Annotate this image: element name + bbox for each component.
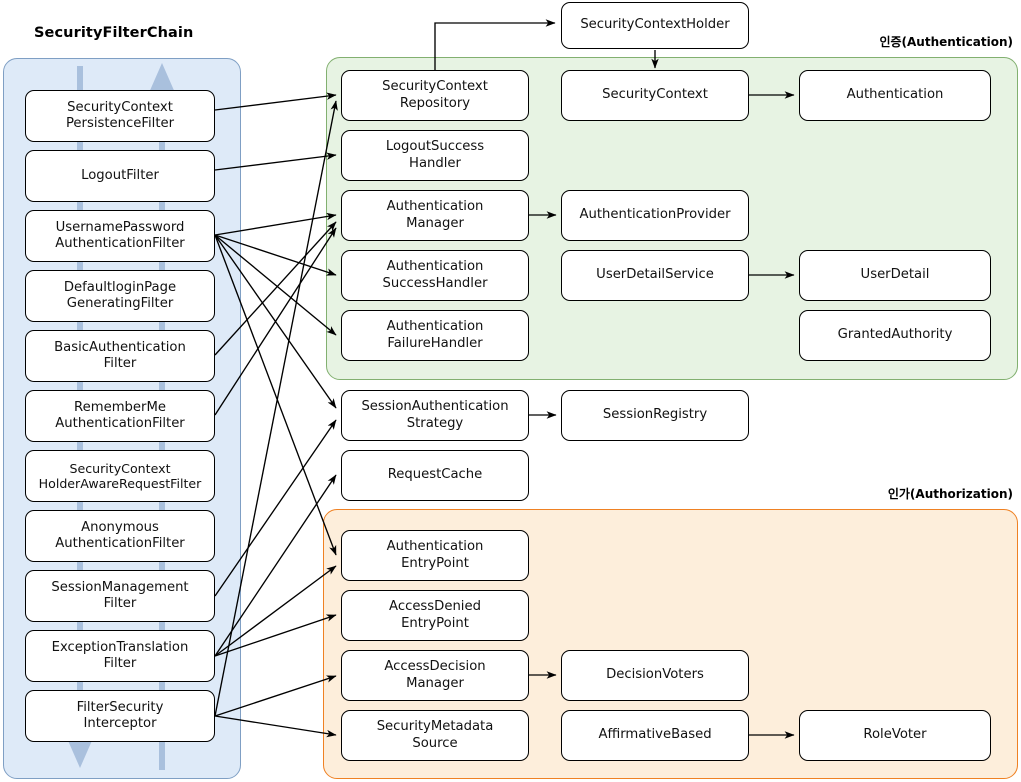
node-granted-authority[interactable]: GrantedAuthority: [799, 310, 991, 361]
node-line1: SessionAuthentication: [361, 399, 509, 415]
node-affirmative-based[interactable]: AffirmativeBased: [561, 710, 749, 761]
node-line1: LogoutFilter: [81, 167, 159, 183]
node-line1: Authentication: [386, 539, 484, 555]
node-line2: GeneratingFilter: [66, 296, 174, 311]
node-line2: PersistenceFilter: [65, 116, 175, 131]
node-line2: Source: [412, 735, 458, 751]
node-line1: GrantedAuthority: [837, 327, 953, 343]
node-line2: Repository: [399, 95, 471, 111]
node-line1: Anonymous: [81, 519, 159, 535]
node-line1: SecurityContext: [382, 79, 488, 95]
node-request-cache[interactable]: RequestCache: [341, 450, 529, 501]
node-line1: Authentication: [846, 87, 944, 103]
node-line1: FilterSecurity: [76, 699, 164, 715]
node-line2: Manager: [406, 675, 464, 691]
node-session-registry[interactable]: SessionRegistry: [561, 390, 749, 441]
node-line1: UserDetailService: [596, 267, 714, 283]
node-line1: SessionManagement: [51, 579, 189, 595]
node-line1: UsernamePassword: [55, 219, 185, 235]
node-line1: SessionRegistry: [602, 407, 708, 423]
node-line1: SecurityContext: [67, 99, 173, 115]
node-line1: SecurityContext: [602, 87, 708, 103]
node-line1: AffirmativeBased: [598, 727, 712, 743]
node-line1: BasicAuthentication: [54, 339, 186, 355]
node-line2: Filter: [103, 356, 137, 371]
node-line1: DecisionVoters: [606, 667, 704, 683]
node-line2: Interceptor: [83, 716, 157, 731]
node-line2: FailureHandler: [387, 335, 483, 351]
node-line2: AuthenticationFilter: [55, 416, 185, 431]
region-authentication-label: 인증(Authentication): [879, 35, 1013, 49]
node-line1: ExceptionTranslation: [51, 639, 189, 655]
region-authorization-label: 인가(Authorization): [887, 487, 1013, 501]
node-line1: DefaultloginPage: [63, 279, 177, 295]
node-line1: LogoutSuccess: [385, 139, 485, 155]
node-line2: HolderAwareRequestFilter: [38, 476, 202, 491]
node-line2: SuccessHandler: [382, 275, 488, 291]
node-authentication-provider[interactable]: AuthenticationProvider: [561, 190, 749, 241]
node-line2: AuthenticationFilter: [55, 236, 185, 251]
node-user-detail-service[interactable]: UserDetailService: [561, 250, 749, 301]
node-line1: RequestCache: [387, 467, 483, 483]
node-line2: EntryPoint: [401, 555, 469, 571]
node-decision-voters[interactable]: DecisionVoters: [561, 650, 749, 701]
node-security-context[interactable]: SecurityContext: [561, 70, 749, 121]
node-line1: Authentication: [386, 199, 484, 215]
node-line2: Filter: [103, 596, 137, 611]
node-line2: Handler: [409, 155, 461, 171]
page-title: SecurityFilterChain: [34, 25, 194, 41]
node-user-detail[interactable]: UserDetail: [799, 250, 991, 301]
node-authentication[interactable]: Authentication: [799, 70, 991, 121]
node-line1: UserDetail: [860, 267, 930, 283]
node-security-context-holder[interactable]: SecurityContextHolder: [561, 2, 749, 49]
node-line2: Strategy: [406, 415, 464, 431]
node-line2: Filter: [103, 656, 137, 671]
node-logout-filter[interactable]: LogoutFilter: [25, 150, 215, 202]
node-line1: SecurityContext: [69, 460, 171, 476]
node-line1: AuthenticationProvider: [579, 207, 731, 223]
node-line2: Manager: [406, 215, 464, 231]
node-line1: SecurityMetadata: [376, 719, 494, 735]
node-line1: AccessDecision: [384, 659, 486, 675]
node-role-voter[interactable]: RoleVoter: [799, 710, 991, 761]
node-line2: EntryPoint: [401, 615, 469, 631]
node-line1: RememberMe: [74, 399, 166, 415]
node-line1: Authentication: [386, 319, 484, 335]
node-line2: AuthenticationFilter: [55, 536, 185, 551]
node-line1: RoleVoter: [863, 727, 927, 743]
node-line1: AccessDenied: [389, 599, 481, 615]
node-line1: Authentication: [386, 259, 484, 275]
node-line1: SecurityContextHolder: [580, 17, 730, 33]
